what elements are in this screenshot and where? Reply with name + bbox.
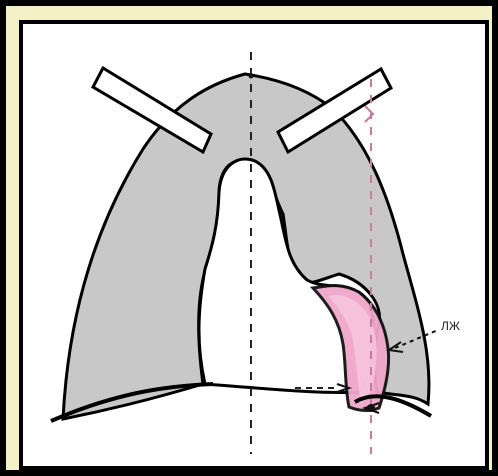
diagram-panel: ЛЖ xyxy=(19,20,489,470)
annotation-label: ЛЖ xyxy=(441,319,460,333)
top-tick-marker xyxy=(365,106,373,122)
chest-diagram: ЛЖ xyxy=(23,24,493,474)
top-dot xyxy=(249,74,254,79)
right-dot xyxy=(367,404,375,412)
